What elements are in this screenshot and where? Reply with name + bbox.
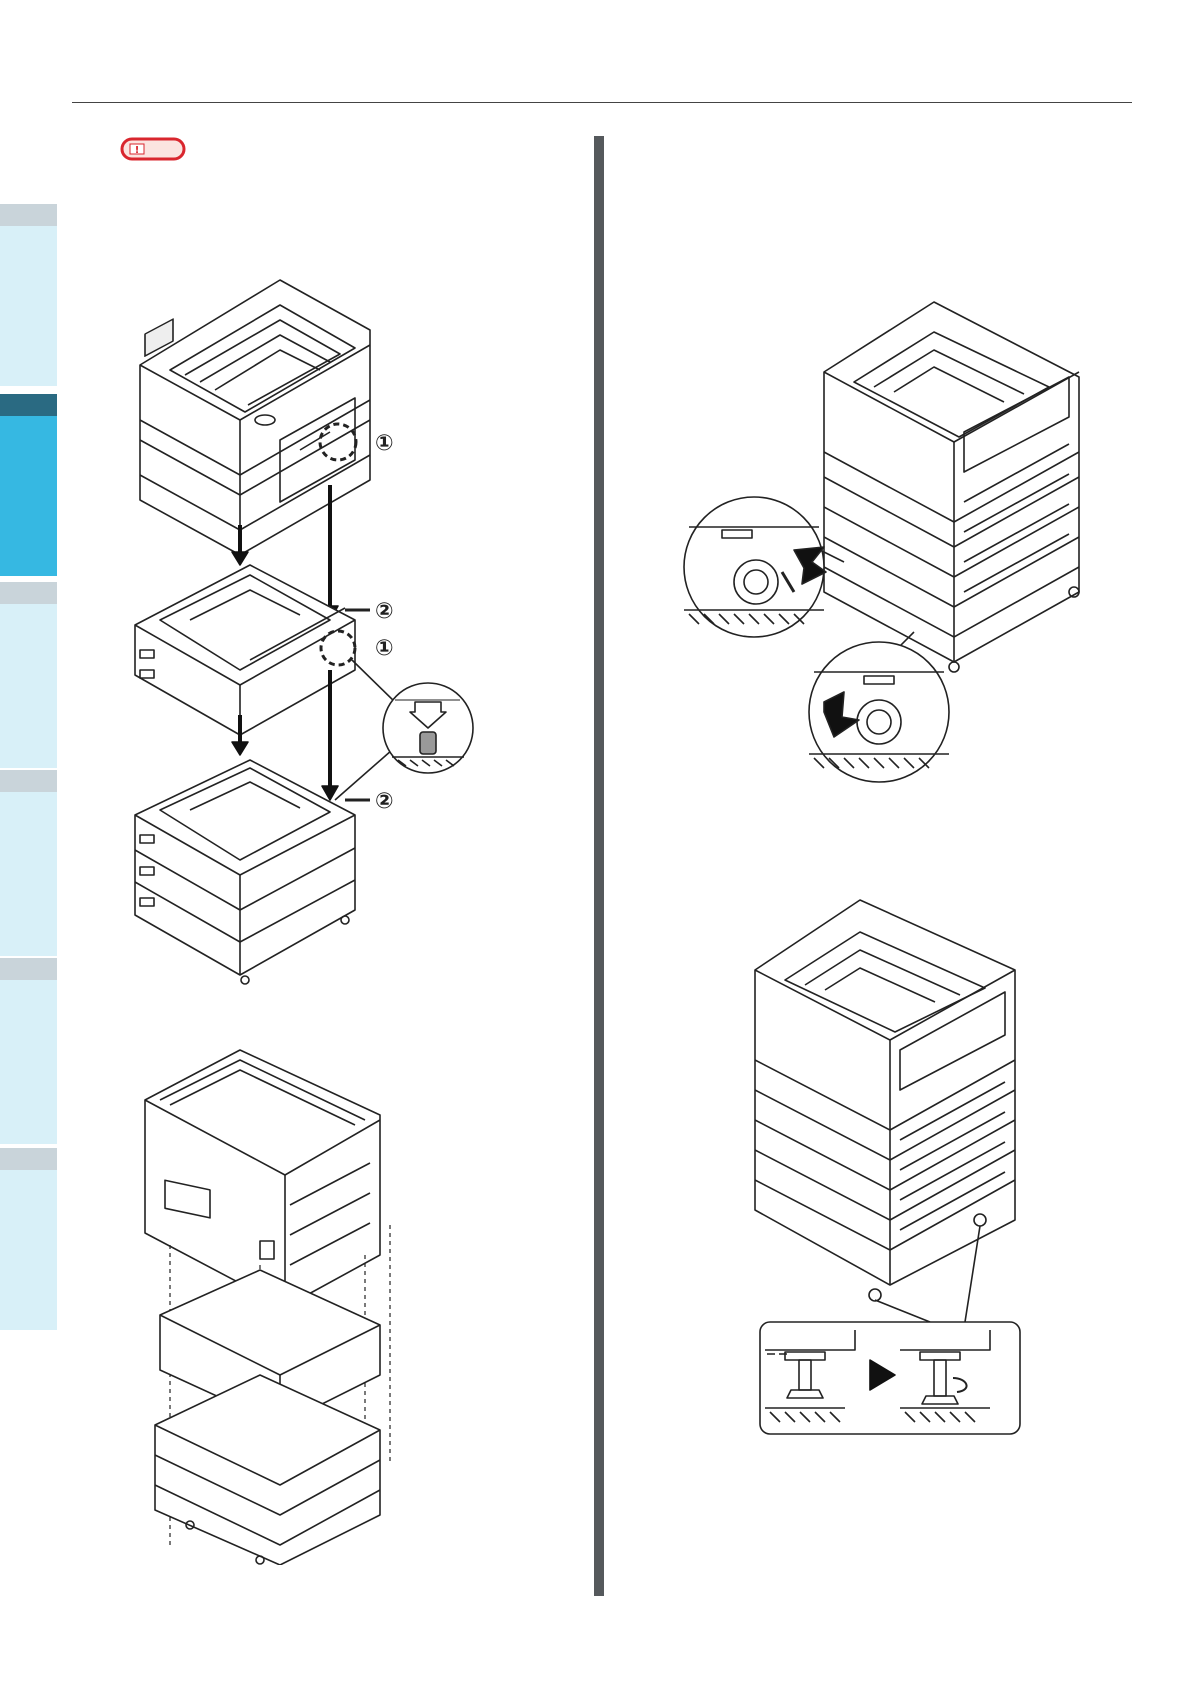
pin-detail-zoom: [335, 660, 473, 800]
svg-text:!: !: [135, 145, 140, 156]
header-rule: [72, 102, 1132, 103]
adjuster-feet-figure: [735, 890, 1055, 1435]
callout-label-1: ①: [375, 431, 394, 456]
stacking-diagram-figure: ① ② ①: [130, 270, 530, 1030]
printer-illustration: [140, 280, 370, 555]
tray-unit-lower: [135, 760, 355, 984]
column-divider: [594, 136, 604, 1596]
callout-label-1b: ①: [375, 636, 394, 661]
warning-note-icon: !: [120, 137, 186, 161]
rear-alignment-figure: [140, 1045, 420, 1565]
caster-lock-figure: [664, 292, 1094, 792]
callout-label-2: ②: [375, 599, 394, 624]
callout-label-2b: ②: [375, 789, 394, 814]
